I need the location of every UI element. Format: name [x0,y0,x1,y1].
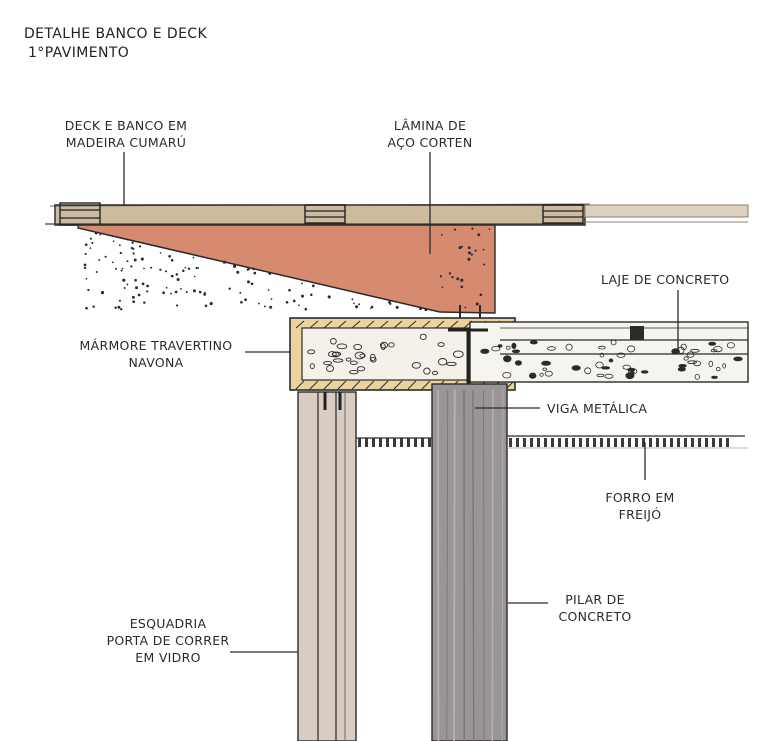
ceiling-slats [356,435,748,449]
deck-fastener [542,204,584,224]
label-esquadria-line3: EM VIDRO [135,650,201,665]
label-pilar: PILAR DE CONCRETO [550,591,640,625]
corten-texture [83,227,491,312]
sliding-door-frame [297,391,357,741]
label-viga-line1: VIGA METÁLICA [547,401,648,416]
label-corten-line1: LÂMINA DE [393,118,467,133]
label-forro: FORRO EM FREIJÓ [590,489,690,523]
label-marmore: MÁRMORE TRAVERTINO NAVONA [66,337,246,371]
deck-fastener [304,204,346,224]
label-pilar-line2: CONCRETO [558,609,632,624]
label-corten: LÂMINA DE AÇO CORTEN [380,117,480,151]
concrete-slab [469,321,749,383]
label-viga: VIGA METÁLICA [547,400,647,417]
label-deck-line2: MADEIRA CUMARÚ [65,135,187,150]
label-deck: DECK E BANCO EM MADEIRA CUMARÚ [56,117,196,151]
drawing-title: DETALHE BANCO E DECK 1°PAVIMENTO [24,25,207,63]
pillar-texture [437,389,504,741]
label-esquadria-line2: PORTA DE CORRER [106,633,230,648]
label-corten-line2: AÇO CORTEN [387,135,473,150]
label-forro-line1: FORRO EM [605,490,675,505]
label-marmore-line2: NAVONA [128,355,184,370]
drawing-title-line1: DETALHE BANCO E DECK [24,26,208,42]
label-esquadria: ESQUADRIA PORTA DE CORRER EM VIDRO [98,615,238,666]
corten-plate [77,224,496,314]
label-laje: LAJE DE CONCRETO [601,271,729,288]
drawing-title-line2: 1°PAVIMENTO [28,45,130,61]
label-esquadria-line1: ESQUADRIA [129,616,207,631]
label-laje-line1: LAJE DE CONCRETO [601,272,730,287]
concrete-pillar [431,383,508,741]
label-forro-line2: FREIJÓ [618,507,662,522]
deck-board [45,202,749,226]
leader-lines [123,152,679,653]
label-marmore-line1: MÁRMORE TRAVERTINO [79,338,233,353]
label-pilar-line1: PILAR DE [565,592,625,607]
label-deck-line1: DECK E BANCO EM [64,118,188,133]
slab-aggregate [480,339,743,380]
